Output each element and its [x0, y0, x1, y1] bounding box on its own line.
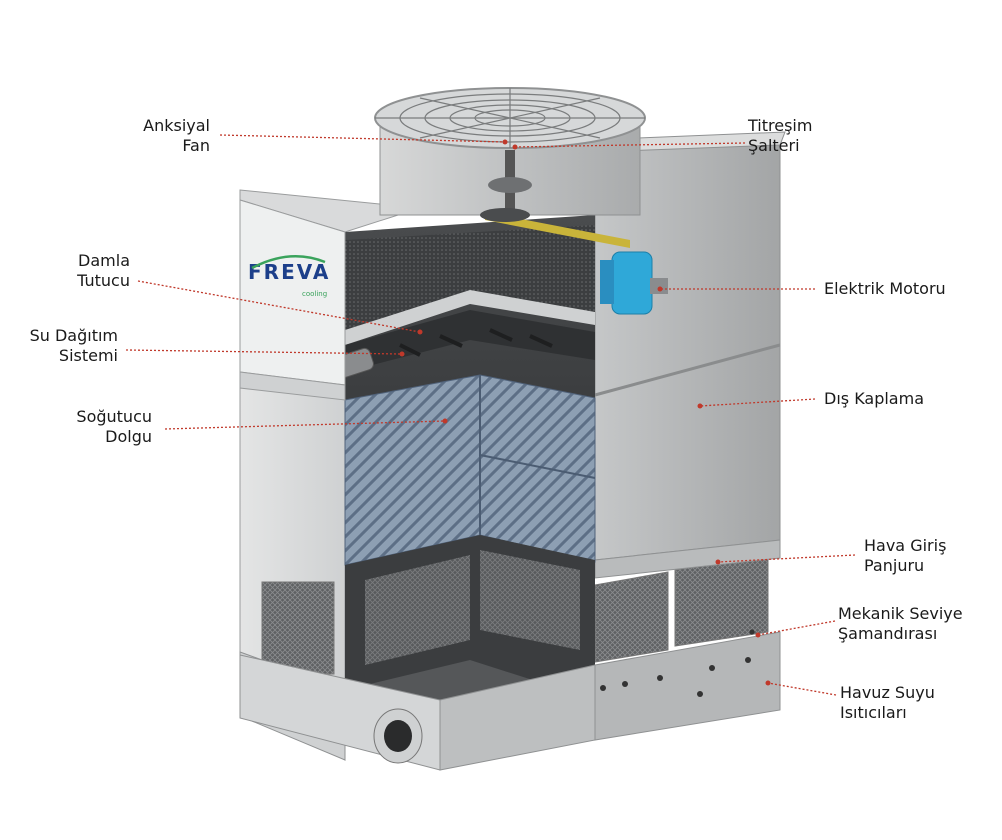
right-air-louver-1: [595, 572, 668, 662]
left-air-louver: [262, 582, 334, 674]
label-elektrik-motoru: Elektrik Motoru: [824, 279, 946, 299]
outlet-flange: [374, 709, 422, 763]
freva-logo-sub: cooling: [302, 290, 327, 298]
label-dis-kaplama: Dış Kaplama: [824, 389, 924, 409]
leader-mekanik-seviye: [758, 621, 835, 635]
